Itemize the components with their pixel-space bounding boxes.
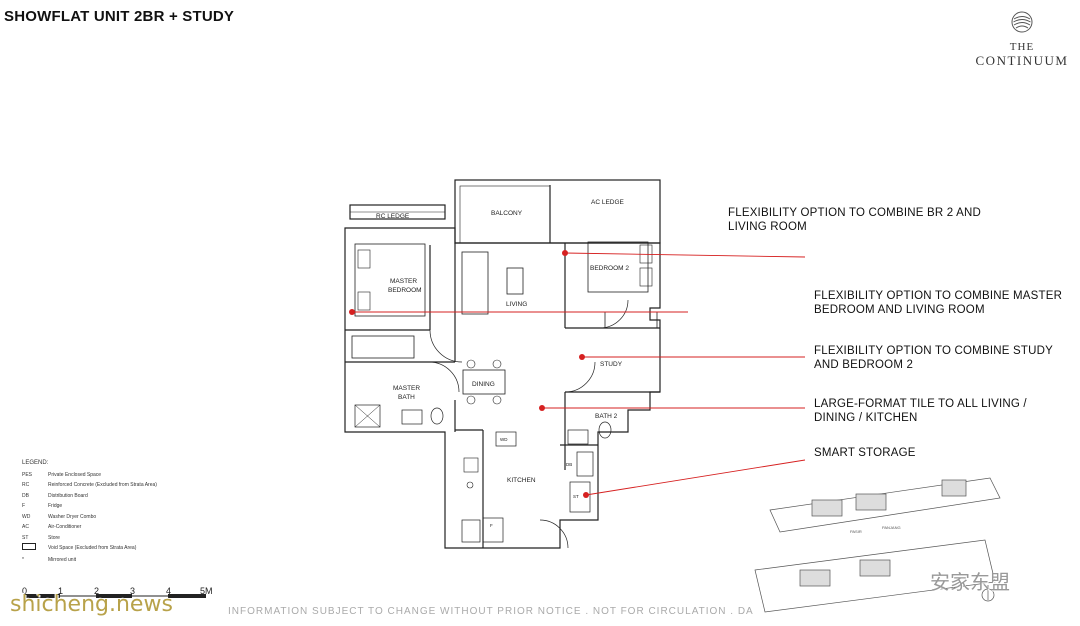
scale-tick: 1 <box>58 586 64 596</box>
note-combine-study-br2: FLEXIBILITY OPTION TO COMBINE STUDY AND … <box>814 345 1053 371</box>
marker-dot-1 <box>562 250 568 256</box>
master-bedroom-label-1: MASTER <box>390 278 417 285</box>
note-combine-br2-living: FLEXIBILITY OPTION TO COMBINE BR 2 AND L… <box>728 207 981 233</box>
note-combine-master-living: FLEXIBILITY OPTION TO COMBINE MASTER BED… <box>814 290 1063 316</box>
site-road-label2: PANJANG <box>882 525 901 530</box>
bath2-label: BATH 2 <box>595 413 618 420</box>
store-label: ST <box>573 494 579 499</box>
brand-line1: THE <box>1009 41 1035 53</box>
watermark-left: shicheng.news <box>10 592 173 617</box>
legend-row: Void Space (Excluded from Strata Area) <box>22 543 157 555</box>
marker-dot-2 <box>349 309 355 315</box>
legend-row: *Mirrored unit <box>22 556 77 563</box>
rc-ledge-label: RC LEDGE <box>376 213 410 220</box>
note-large-format-tile: LARGE-FORMAT TILE TO ALL LIVING / DINING… <box>814 398 1027 424</box>
void-space-icon <box>22 543 36 550</box>
brand-line2: CONTINUUM <box>975 53 1069 68</box>
db-label: DB <box>566 462 572 467</box>
legend-heading: LEGEND: <box>22 460 49 466</box>
bedroom2-label: BEDROOM 2 <box>590 265 629 272</box>
kitchen-label: KITCHEN <box>507 477 536 484</box>
page-title: SHOWFLAT UNIT 2BR + STUDY <box>4 8 235 25</box>
master-bath-label-1: MASTER <box>393 385 420 392</box>
continuum-logo-icon <box>1011 11 1033 33</box>
balcony-label: BALCONY <box>491 210 523 217</box>
master-bedroom-label-2: BEDROOM <box>388 287 422 294</box>
scale-tick: 5M <box>200 586 213 596</box>
leader-line-5 <box>585 459 806 496</box>
marker-dot-4 <box>539 405 545 411</box>
leader-line-1 <box>564 252 806 258</box>
study-label: STUDY <box>600 361 623 368</box>
scale-tick: 0 <box>22 586 28 596</box>
scale-bar-graphic <box>24 594 206 598</box>
scale-tick: 3 <box>130 586 136 596</box>
living-label: LIVING <box>506 301 527 308</box>
marker-dot-3 <box>579 354 585 360</box>
scale-tick: 2 <box>94 586 100 596</box>
master-bath-label-2: BATH <box>398 394 415 401</box>
balcony-outline <box>454 179 661 244</box>
marker-dot-5 <box>583 492 589 498</box>
disclaimer-footer: INFORMATION SUBJECT TO CHANGE WITHOUT PR… <box>228 606 754 617</box>
dining-label: DINING <box>472 381 495 388</box>
watermark-right: 安家东盟 <box>930 570 1010 594</box>
wd-label: WD <box>500 437 508 442</box>
ac-ledge-label: AC LEDGE <box>591 199 625 206</box>
scale-tick: 4 <box>166 586 172 596</box>
fridge-label: F <box>490 523 493 528</box>
note-smart-storage: SMART STORAGE <box>814 447 916 459</box>
brand-logo: THE CONTINUUM <box>968 10 1076 69</box>
site-road-label: PASIR <box>850 529 862 534</box>
scale-bar: 0 1 2 3 4 5M <box>22 586 222 611</box>
